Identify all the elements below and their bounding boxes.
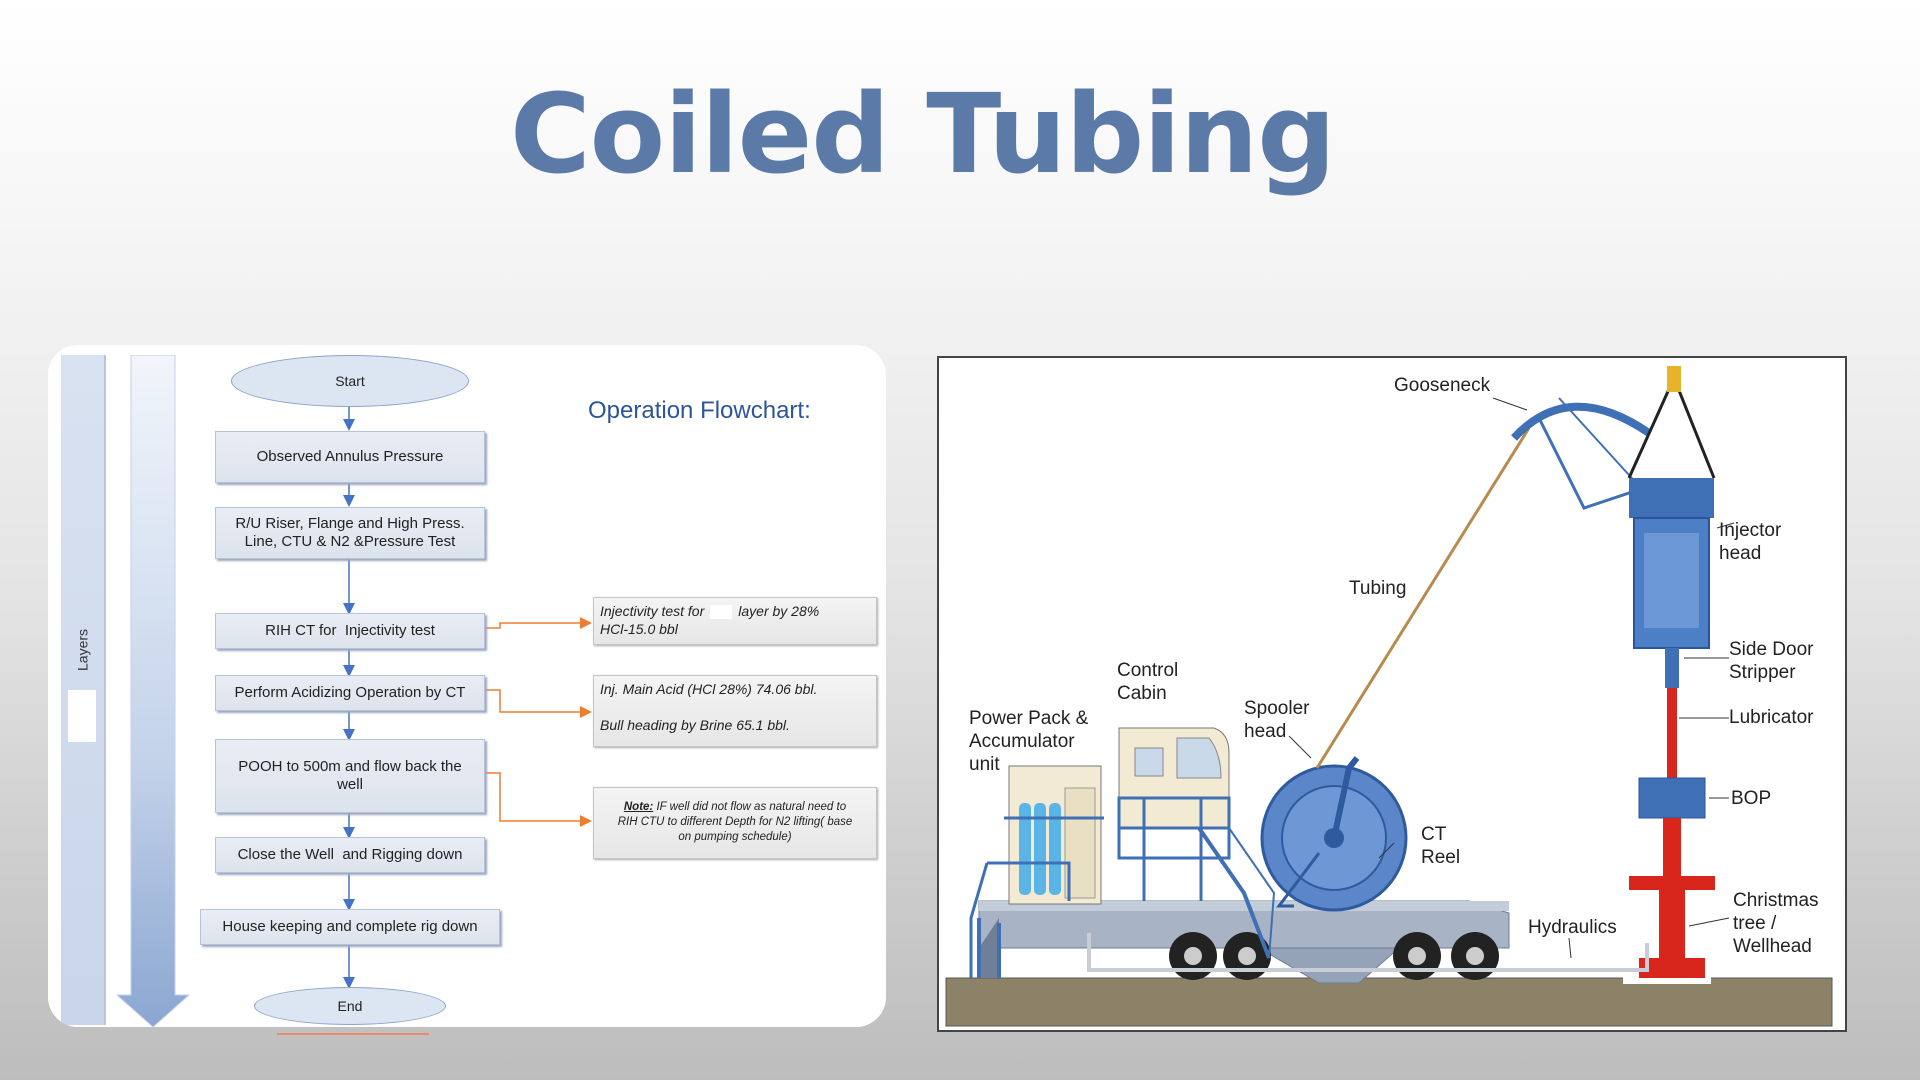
ground — [945, 977, 1833, 1027]
step-perform-acidizing: Perform Acidizing Operation by CT — [215, 675, 485, 711]
note-1-line1a: Injectivity test for — [600, 603, 705, 619]
step-2-line1: R/U Riser, Flange and High Press. — [235, 515, 465, 532]
note-1-line2: HCl-15.0 bbl — [600, 621, 678, 637]
down-arrow-icon — [115, 355, 191, 1027]
label-control-cabin-2: Cabin — [1117, 683, 1167, 704]
label-spooler-head-2: head — [1244, 721, 1286, 742]
note-3-line1-text: IF well did not flow as natural need to — [656, 801, 847, 813]
step-rih-injectivity-test: RIH CT for Injectivity test — [215, 613, 485, 649]
note-3-line1: Note: IF well did not flow as natural ne… — [598, 800, 872, 815]
step-5-line1: POOH to 500m and flow back the — [238, 758, 462, 775]
step-7-label: House keeping and complete rig down — [222, 918, 478, 935]
label-bop: BOP — [1731, 788, 1771, 809]
tubing-line — [1315, 427, 1531, 769]
label-power-pack-3: unit — [969, 754, 1000, 775]
step-5-line2: well — [337, 776, 363, 793]
note-acid-volumes: Inj. Main Acid (HCl 28%) 74.06 bbl. Bull… — [593, 675, 877, 747]
ct-reel — [1260, 756, 1408, 912]
start-node: Start — [231, 355, 469, 407]
flowchart-title: Operation Flowchart: — [588, 397, 811, 424]
connector-step3-note1 — [485, 617, 592, 629]
step-6-label: Close the Well and Rigging down — [237, 846, 463, 863]
step-rig-up-pressure-test: R/U Riser, Flange and High Press. Line, … — [215, 507, 485, 559]
wellhead-stack — [1629, 648, 1715, 978]
label-gooseneck: Gooseneck — [1394, 375, 1491, 396]
step-close-well-rig-down: Close the Well and Rigging down — [215, 837, 485, 873]
note-injectivity-test: Injectivity test for layer by 28% HCl-15.… — [593, 597, 877, 645]
note-3-line3: on pumping schedule) — [678, 831, 792, 843]
injector-head — [1627, 366, 1716, 649]
note-1-line1b: layer by 28% — [738, 603, 820, 619]
note-n2-lifting: Note: IF well did not flow as natural ne… — [593, 787, 877, 859]
label-christmas-tree-3: Wellhead — [1733, 936, 1812, 957]
label-lubricator: Lubricator — [1729, 707, 1814, 728]
equipment-drawing: Gooseneck Injector head Tubing Side Door… — [945, 366, 1833, 1027]
label-side-door-1: Side Door — [1729, 639, 1814, 660]
note-3-label: Note: — [623, 801, 654, 813]
red-underline-mark — [277, 1033, 429, 1035]
label-control-cabin-1: Control — [1117, 660, 1178, 681]
label-spooler-head-1: Spooler — [1244, 698, 1310, 719]
step-housekeeping: House keeping and complete rig down — [200, 909, 500, 945]
note-2-line1: Inj. Main Acid (HCl 28%) 74.06 bbl. — [600, 681, 818, 697]
note-3-line2: RIH CTU to different Depth for N2 liftin… — [617, 816, 853, 828]
step-1-label: Observed Annulus Pressure — [256, 448, 444, 465]
note-1-line1: Injectivity test for layer by 28% — [600, 602, 870, 620]
layers-marker — [68, 690, 96, 742]
label-injector-head-2: head — [1719, 543, 1761, 564]
label-christmas-tree-1: Christmas — [1733, 890, 1819, 911]
label-ct-reel-1: CT — [1421, 824, 1447, 845]
label-christmas-tree-2: tree / — [1733, 913, 1777, 934]
end-node: End — [254, 987, 446, 1025]
leader-lines — [1288, 397, 1735, 959]
hydraulic-line — [1087, 933, 1649, 972]
step-pooh-flow-back: POOH to 500m and flow back the well — [215, 739, 485, 813]
label-ct-reel-2: Reel — [1421, 847, 1460, 868]
operation-flowchart-panel: Layers — [48, 345, 886, 1027]
trailer — [977, 900, 1510, 984]
slide-title: Coiled Tubing — [509, 70, 1336, 198]
control-cabin — [969, 727, 1276, 978]
power-pack-unit — [1004, 765, 1104, 905]
coiled-tubing-unit-diagram: Gooseneck Injector head Tubing Side Door… — [937, 356, 1847, 1032]
step-observed-annulus-pressure: Observed Annulus Pressure — [215, 431, 485, 483]
label-side-door-2: Stripper — [1729, 662, 1796, 683]
label-injector-head-1: Injector — [1719, 520, 1782, 541]
connector-step5-note3 — [485, 772, 592, 827]
label-hydraulics: Hydraulics — [1528, 917, 1617, 938]
note-2-line2: Bull heading by Brine 65.1 bbl. — [600, 717, 790, 733]
step-3-label: RIH CT for Injectivity test — [265, 622, 435, 639]
connector-step4-note2 — [485, 689, 592, 718]
step-4-label: Perform Acidizing Operation by CT — [234, 684, 466, 701]
label-power-pack-1: Power Pack & — [969, 708, 1089, 729]
step-2-line2: Line, CTU & N2 &Pressure Test — [244, 533, 456, 550]
flowchart-connectors — [343, 405, 592, 989]
note-1-blank — [710, 605, 733, 620]
label-tubing: Tubing — [1349, 578, 1406, 599]
label-power-pack-2: Accumulator — [969, 731, 1075, 752]
